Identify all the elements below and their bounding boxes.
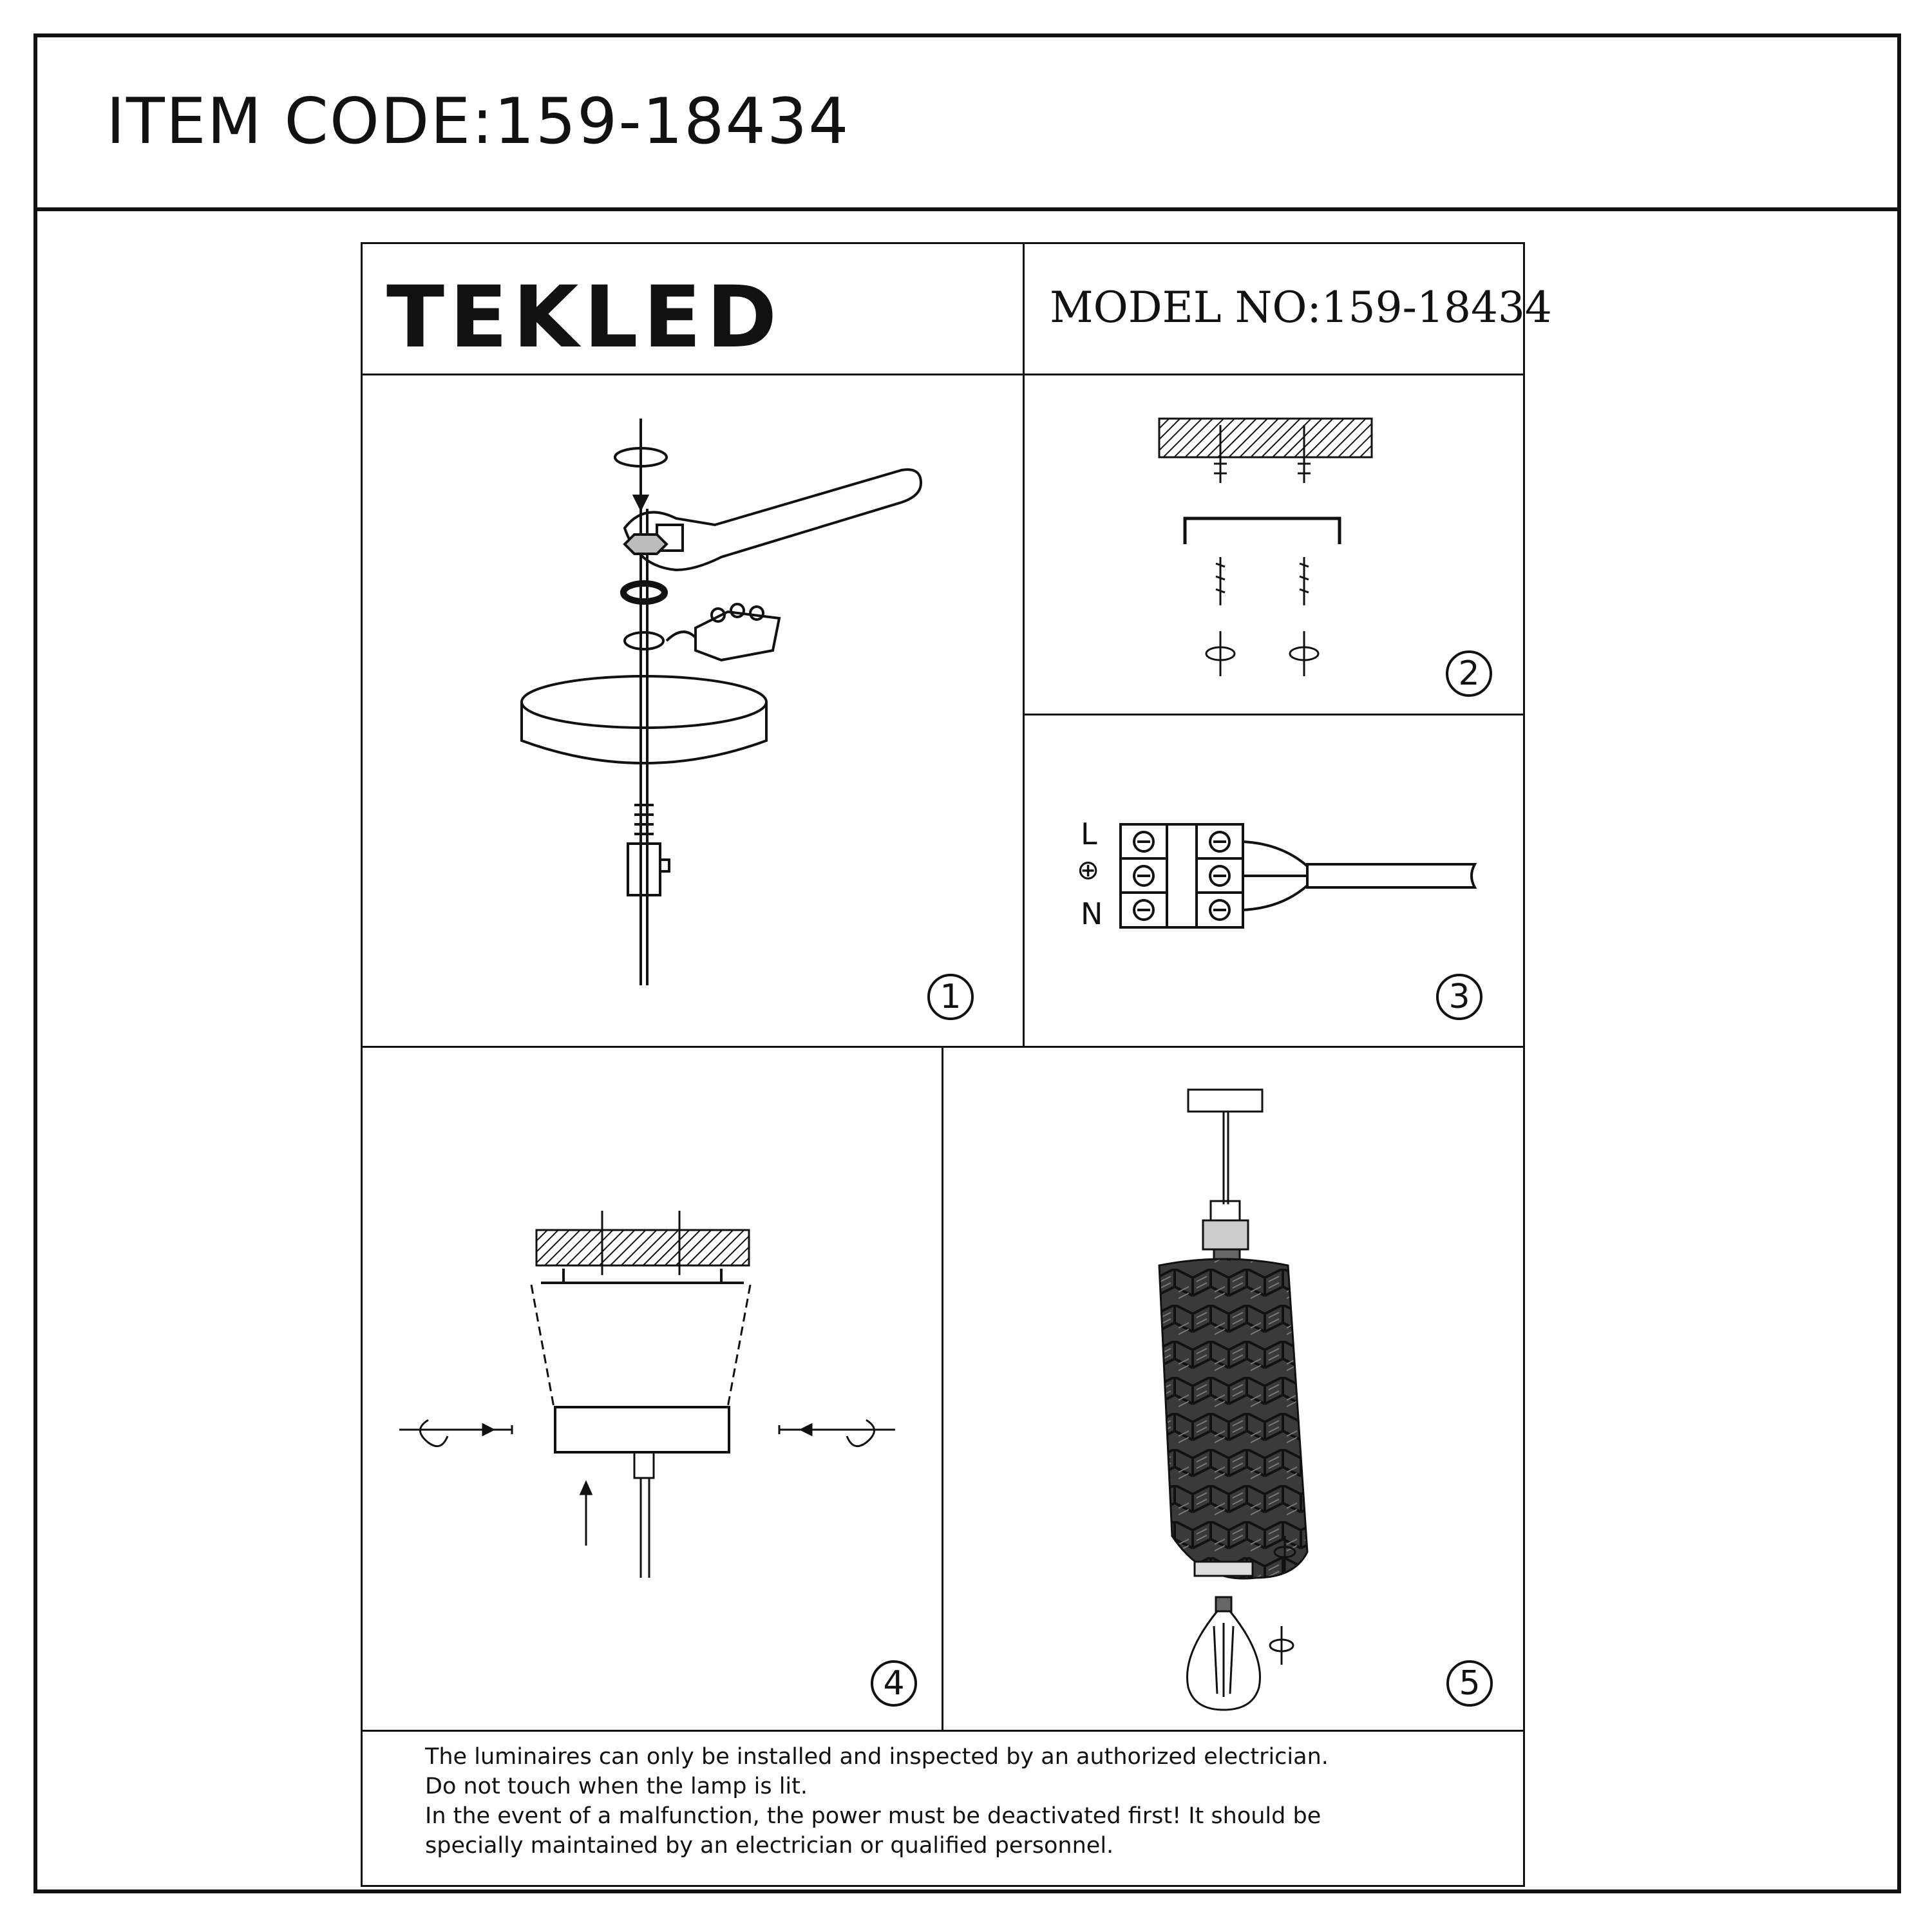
ceiling-icon [535, 1229, 750, 1267]
safety-note: The luminaires can only be installed and… [425, 1744, 1329, 1770]
step-number-5: 5 [1446, 1660, 1493, 1707]
step-number-3: 3 [1436, 974, 1482, 1020]
wall-plug-icon [1214, 425, 1311, 483]
terminal-label-neutral: N [1081, 896, 1103, 931]
safety-notes: The luminaires can only be installed and… [425, 1742, 1488, 1861]
model-number: MODEL NO:159-18434 [1050, 283, 1552, 332]
sheet-rule-vertical-top [1023, 242, 1025, 1047]
canopy-icon [1187, 1088, 1264, 1113]
terminal-label-live: L [1081, 817, 1097, 851]
rotate-arrow-icon [399, 1419, 895, 1448]
earth-symbol-icon: ⊕ [1077, 854, 1100, 886]
sheet-rule-vertical-bottom [942, 1046, 943, 1731]
sheet-rule-step2-3 [1023, 714, 1525, 715]
ceiling-icon [1158, 417, 1373, 459]
canopy-icon [554, 1406, 730, 1454]
step-number-1: 1 [927, 974, 974, 1020]
canopy-icon [520, 675, 768, 764]
terminal-block-icon [665, 603, 781, 662]
step-1-diagram [520, 419, 923, 985]
page-frame [33, 33, 1901, 1893]
sheet-rule-notes [361, 1730, 1525, 1732]
washer-icon [620, 580, 668, 605]
rotate-arrow-icon [1269, 1536, 1296, 1665]
mounting-bracket-icon [541, 1269, 744, 1284]
instruction-sheet [361, 242, 1525, 1887]
terminal-block-icon [1119, 823, 1244, 929]
wrench-icon [623, 468, 923, 572]
lamp-holder-icon [1202, 1200, 1249, 1265]
step-2-diagram [1158, 417, 1373, 676]
nut-icon [623, 533, 668, 555]
step-5-diagram [1158, 1088, 1309, 1711]
mounting-bracket-icon [1183, 516, 1341, 544]
brand-text: TEKLED [386, 268, 782, 367]
rotate-arrow-icon [1205, 631, 1320, 676]
sheet-rule-header [361, 374, 1525, 375]
screw-icon [1215, 557, 1309, 605]
shade-ring-icon [1193, 1560, 1254, 1577]
item-code: ITEM CODE:159-18434 [106, 85, 850, 158]
safety-note: In the event of a malfunction, the power… [425, 1803, 1321, 1829]
header-divider [33, 207, 1901, 211]
rotate-arrow-icon [614, 419, 668, 512]
safety-note: specially maintained by an electrician o… [425, 1833, 1114, 1859]
cable-icon [1242, 840, 1477, 911]
woven-shade-icon [1158, 1258, 1309, 1580]
filament-bulb-icon [1186, 1596, 1262, 1711]
cord-grip-icon [627, 804, 670, 896]
step-4-diagram [399, 1211, 895, 1578]
side-screw-icon [444, 1423, 837, 1437]
step-number-4: 4 [871, 1660, 917, 1707]
step-3-diagram [1119, 823, 1477, 929]
step-number-2: 2 [1446, 650, 1492, 697]
safety-note: Do not touch when the lamp is lit. [425, 1774, 808, 1799]
up-arrow-icon [579, 1480, 593, 1546]
brand-logo: TEKLED [386, 268, 777, 367]
